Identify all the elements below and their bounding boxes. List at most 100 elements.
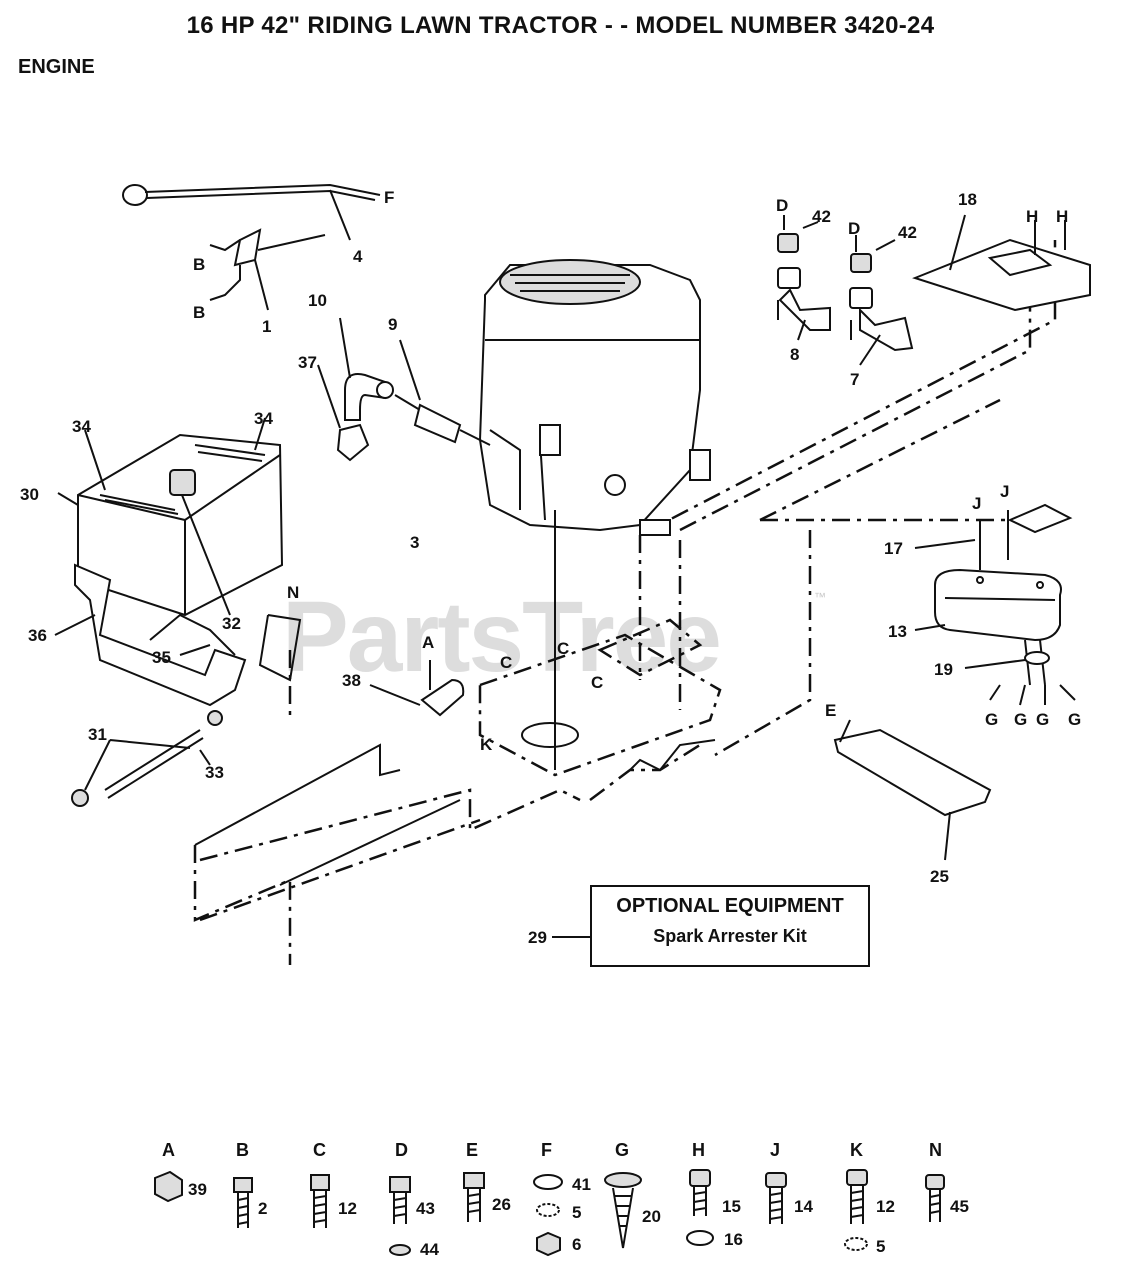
watermark: PartsTree — [282, 581, 722, 693]
ref-G-1: G — [985, 710, 998, 729]
callout-4: 4 — [353, 247, 363, 266]
hw-washer-icon — [686, 1230, 714, 1246]
hw-part-43: 43 — [416, 1199, 435, 1218]
ref-B-lower: B — [193, 303, 205, 322]
callout-8: 8 — [790, 345, 799, 364]
ref-C-mid: C — [557, 639, 569, 658]
watermark-trademark: ™ — [814, 590, 826, 604]
hw-letter-N: N — [929, 1140, 942, 1160]
hw-part-41: 41 — [572, 1175, 591, 1194]
callout-33: 33 — [205, 763, 224, 782]
fuel-fittings — [317, 317, 491, 462]
optional-equipment-box: OPTIONAL EQUIPMENT Spark Arrester Kit — [590, 885, 870, 967]
callout-34-right: 34 — [254, 409, 273, 428]
ref-H-left: H — [1026, 207, 1038, 226]
hw-part-45: 45 — [950, 1197, 969, 1216]
ref-G-4: G — [1068, 710, 1081, 729]
frame-rail — [194, 739, 716, 922]
hw-bolt-icon — [463, 1172, 485, 1189]
callout-17: 17 — [884, 539, 903, 558]
heat-shield — [912, 214, 1091, 312]
part-callouts: 1 3 4 7 8 9 10 13 17 18 19 25 30 31 32 3… — [20, 190, 977, 947]
hw-lock-washer-icon — [844, 1237, 868, 1251]
optional-equipment-subtitle: Spark Arrester Kit — [653, 926, 807, 946]
hw-bolt-icon — [310, 1174, 330, 1191]
callout-18: 18 — [958, 190, 977, 209]
throttle-bracket — [209, 228, 326, 311]
callout-19: 19 — [934, 660, 953, 679]
dipstick — [122, 183, 381, 241]
ref-N: N — [287, 583, 299, 602]
ref-J-left: J — [972, 494, 981, 513]
hw-part-16: 16 — [724, 1230, 743, 1249]
ref-E: E — [825, 701, 836, 720]
exhaust-bracket — [833, 719, 992, 861]
callout-36: 36 — [28, 626, 47, 645]
hw-letter-A: A — [162, 1140, 175, 1160]
callout-37: 37 — [298, 353, 317, 372]
hw-part-44: 44 — [420, 1240, 439, 1259]
ref-A: A — [422, 633, 434, 652]
engine-plate — [478, 618, 722, 777]
hw-part-12-k: 12 — [876, 1197, 895, 1216]
hw-letter-B: B — [236, 1140, 249, 1160]
hw-washer-icon — [533, 1174, 563, 1190]
hw-bolt-icon — [925, 1174, 945, 1190]
hw-part-12-c: 12 — [338, 1199, 357, 1218]
hw-screw-icon — [604, 1172, 642, 1188]
optional-equipment-title: OPTIONAL EQUIPMENT — [616, 895, 844, 917]
diagram-title: 16 HP 42" RIDING LAWN TRACTOR - - MODEL … — [186, 12, 935, 39]
ref-D-right: D — [848, 219, 860, 238]
hw-letter-F: F — [541, 1140, 552, 1160]
fuel-line — [71, 710, 223, 807]
fuel-tank — [57, 417, 284, 617]
ref-C-left: C — [500, 653, 512, 672]
section-label: ENGINE — [18, 56, 95, 78]
callout-42-right: 42 — [898, 223, 917, 242]
hw-part-14: 14 — [794, 1197, 813, 1216]
reference-letters: F B B D D H H J J N A C C C K E G G G G — [193, 188, 1081, 754]
tank-bracket — [54, 563, 302, 707]
hw-letter-K: K — [850, 1140, 863, 1160]
callout-3: 3 — [410, 533, 419, 552]
ref-F: F — [384, 188, 394, 207]
hw-bolt-icon — [765, 1172, 787, 1188]
hw-letter-E: E — [466, 1140, 478, 1160]
callout-1: 1 — [262, 317, 271, 336]
hw-letter-D: D — [395, 1140, 408, 1160]
hw-part-6: 6 — [572, 1235, 581, 1254]
hw-bolt-icon — [233, 1177, 253, 1193]
hw-letter-C: C — [313, 1140, 326, 1160]
callout-10: 10 — [308, 291, 327, 310]
hw-part-5-k: 5 — [876, 1237, 885, 1256]
hardware-key: A 39 B 2 C 12 D 43 44 E 26 F 41 5 6 G — [154, 1140, 969, 1259]
ref-G-3: G — [1036, 710, 1049, 729]
hw-washer-icon — [389, 1244, 411, 1256]
hw-part-39: 39 — [188, 1180, 207, 1199]
hw-bolt-icon — [689, 1169, 711, 1187]
ref-D-left: D — [776, 196, 788, 215]
hw-bolt-icon — [389, 1176, 411, 1193]
ref-H-right: H — [1056, 207, 1068, 226]
hw-letter-G: G — [615, 1140, 629, 1160]
callout-9: 9 — [388, 315, 397, 334]
hw-bolt-icon — [846, 1169, 868, 1186]
muffler — [914, 503, 1076, 706]
hw-part-20: 20 — [642, 1207, 661, 1226]
hw-lock-washer-icon — [536, 1203, 560, 1217]
callout-25: 25 — [930, 867, 949, 886]
exhaust-pipes — [777, 215, 914, 366]
callout-13: 13 — [888, 622, 907, 641]
callout-31: 31 — [88, 725, 107, 744]
callout-7: 7 — [850, 370, 859, 389]
callout-29: 29 — [528, 928, 547, 947]
ref-K: K — [480, 735, 493, 754]
callout-42-left: 42 — [812, 207, 831, 226]
hw-part-26: 26 — [492, 1195, 511, 1214]
ref-C-right: C — [591, 673, 603, 692]
hw-part-2: 2 — [258, 1199, 267, 1218]
hw-nut-icon — [154, 1170, 183, 1203]
callout-30: 30 — [20, 485, 39, 504]
callout-34-left: 34 — [72, 417, 91, 436]
